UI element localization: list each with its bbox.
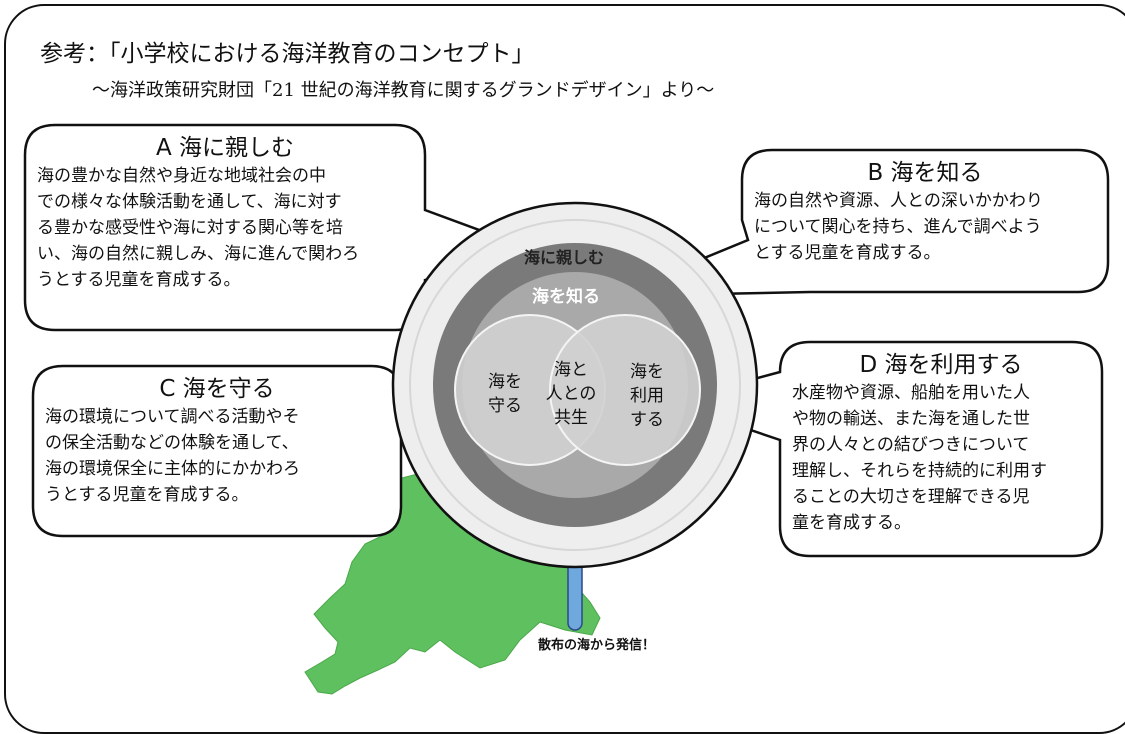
callout-d-line: 理解し、それらを持続的に利用す	[792, 461, 1047, 481]
middle-ring-label: 海を知る	[532, 287, 600, 307]
venn-center-line: 海と	[554, 360, 588, 380]
callout-a-bubble	[23, 123, 532, 332]
venn-right-label: 海を 利用 する	[625, 360, 669, 432]
outer-ring-inner-line	[409, 219, 741, 551]
callout-b-heading: B 海を知る	[867, 160, 983, 186]
callout-d: D 海を利用する 水産物や資源、船舶を用いた人 や物の輸送、また海を通した世 界…	[780, 342, 1102, 546]
callout-b-line: とする児童を育成する。	[754, 243, 941, 263]
venn-center-line: 共生	[554, 408, 588, 428]
outer-ring-label: 海に親しむ	[524, 248, 605, 267]
callout-d-heading: D 海を利用する	[859, 352, 1023, 378]
page-subtitle: ～海洋政策研究財団「21 世紀の海洋教育に関するグランドデザイン」より～	[92, 80, 715, 101]
callout-b-line: について関心を持ち、進んで調べよう	[754, 217, 1042, 237]
callout-d-line: ることの大切さを理解できる児	[792, 487, 1030, 507]
callout-a-line: での様々な体験活動を通して、海に対す	[37, 192, 342, 212]
callout-c-line: うとする児童を育成する。	[45, 485, 249, 505]
callout-a-body: 海の豊かな自然や身近な地域社会の中 での様々な体験活動を通して、海に対す る豊か…	[37, 163, 413, 293]
venn-left-line: 海を	[488, 372, 522, 392]
map-caption: 散布の海から発信！	[538, 638, 656, 653]
callout-a-line: る豊かな感受性や海に対する関心等を培	[37, 218, 343, 238]
venn-right-line: 利用	[630, 386, 664, 406]
page-title: 参考：「小学校における海洋教育のコンセプト」	[40, 41, 535, 67]
callout-a-line: うとする児童を育成する。	[37, 270, 241, 290]
callout-d-line: 童を育成する。	[792, 513, 911, 533]
callout-d-bubble	[663, 340, 1104, 558]
callout-c-line: 海の環境保全に主体的にかかわろ	[45, 459, 300, 479]
callout-b: B 海を知る 海の自然や資源、人との深いかかわり について関心を持ち、進んで調べ…	[742, 150, 1108, 276]
callout-b-bubble	[611, 148, 1110, 298]
callout-c: C 海を守る 海の環境について調べる活動やそ の保全活動などの体験を通して、 海…	[33, 366, 401, 518]
venn-center-label: 海と 人との 共生	[540, 358, 602, 430]
callout-c-line: の保全活動などの体験を通して、	[45, 433, 299, 453]
callout-c-line: 海の環境について調べる活動やそ	[45, 407, 300, 427]
venn-right-line: する	[630, 410, 664, 430]
callout-b-line: 海の自然や資源、人との深いかかわり	[754, 191, 1043, 211]
callout-c-body: 海の環境について調べる活動やそ の保全活動などの体験を通して、 海の環境保全に主…	[45, 404, 389, 508]
venn-right-line: 海を	[630, 362, 664, 382]
callout-c-heading: C 海を守る	[159, 376, 275, 402]
venn-left-line: 守る	[488, 396, 522, 416]
callout-a-line: 海の豊かな自然や身近な地域社会の中	[37, 166, 326, 186]
callout-b-body: 海の自然や資源、人との深いかかわり について関心を持ち、進んで調べよう とする児…	[754, 188, 1096, 266]
callout-d-line: や物の輸送、また海を通した世	[792, 409, 1030, 429]
venn-right-circle	[549, 314, 701, 466]
callout-a: A 海に親しむ 海の豊かな自然や身近な地域社会の中 での様々な体験活動を通して、…	[25, 125, 425, 303]
callout-a-heading: A 海に親しむ	[155, 135, 295, 161]
callout-d-line: 水産物や資源、船舶を用いた人	[792, 383, 1030, 403]
callout-a-line: い、海の自然に親しみ、海に進んで関わろ	[37, 244, 360, 264]
callout-d-line: 界の人々との結びつきについて	[792, 435, 1030, 455]
venn-center-line: 人との	[545, 384, 597, 404]
callout-d-body: 水産物や資源、船舶を用いた人 や物の輸送、また海を通した世 界の人々との結びつき…	[792, 380, 1090, 536]
venn-left-label: 海を 守る	[483, 370, 527, 418]
